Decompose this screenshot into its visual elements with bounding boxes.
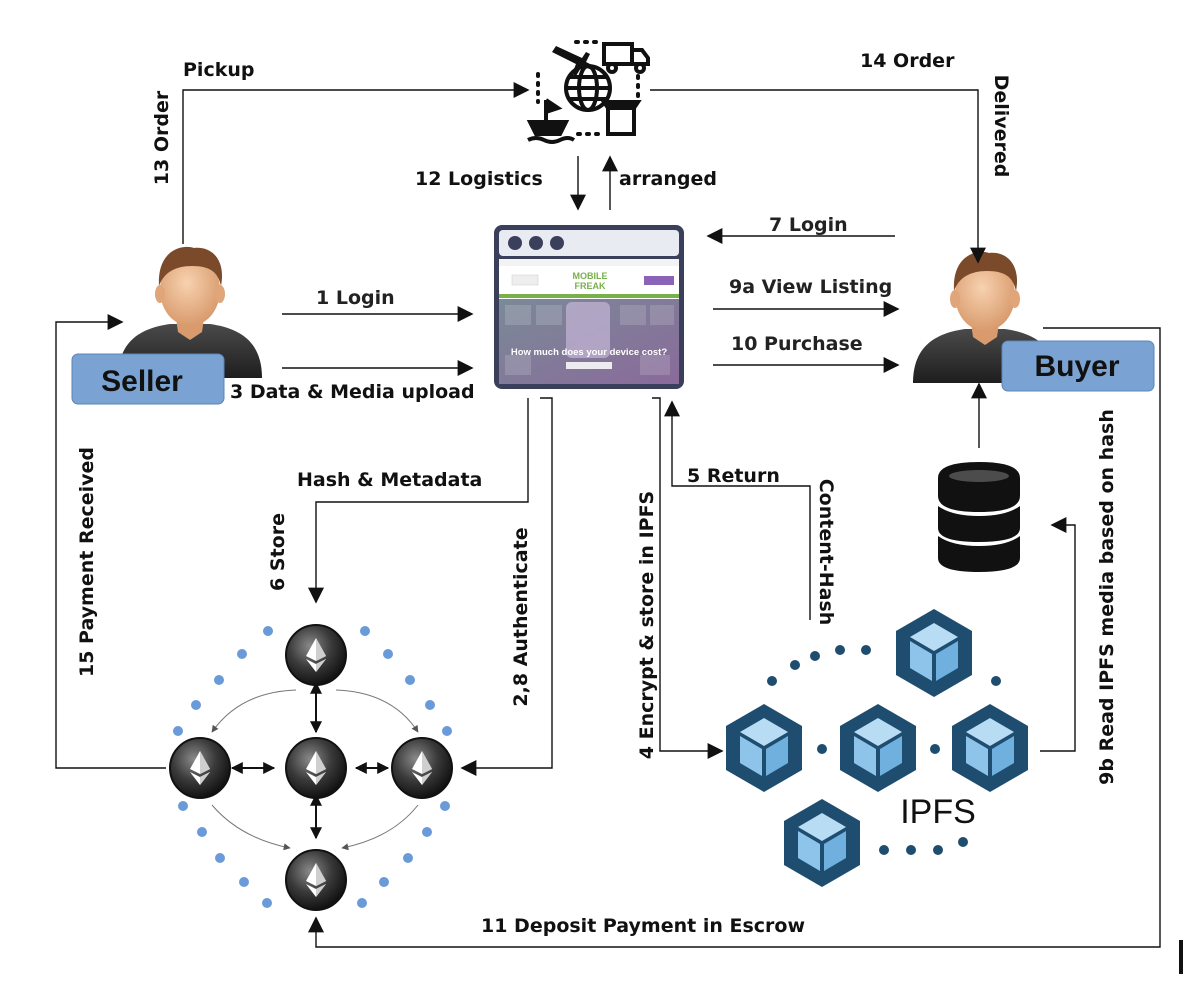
eth-node-top: [285, 624, 347, 686]
label-purchase: 10 Purchase: [731, 333, 863, 355]
label-order-14: 14 Order: [860, 50, 955, 72]
label-upload: 3 Data & Media upload: [230, 381, 475, 403]
ipfs-cube: [784, 799, 860, 887]
logistics-icon: [526, 40, 650, 144]
connector-encrypt: [652, 397, 724, 759]
flow-connectors: [55, 82, 1161, 948]
ipfs-cube: [726, 704, 802, 792]
ipfs-dot-ring: [767, 645, 1001, 855]
connector-authenticate: [460, 397, 553, 776]
buyer-label-box: [1001, 340, 1155, 392]
label-order-13: 13 Order: [151, 90, 173, 185]
connector-payment-received: [55, 314, 166, 769]
label-escrow: 11 Deposit Payment in Escrow: [481, 915, 805, 937]
label-pickup: Pickup: [183, 59, 254, 81]
label-authenticate: 2,8 Authenticate: [510, 527, 532, 706]
label-view-listing: 9a View Listing: [729, 276, 892, 298]
database-icon: [938, 462, 1020, 572]
box-icon: [600, 100, 642, 136]
text-cursor-bar: [1179, 940, 1183, 974]
window-dot: [550, 236, 564, 250]
flow-labels: Pickup 13 Order 14 Order Delivered 12 Lo…: [76, 50, 1118, 937]
label-hash-metadata: Hash & Metadata: [297, 469, 482, 491]
truck-icon: [602, 42, 650, 74]
marketplace-browser-window: MOBILE FREAK How much does your device c…: [494, 225, 684, 389]
label-payment-received: 15 Payment Received: [76, 447, 98, 677]
brand-logo-line2: FREAK: [575, 281, 606, 291]
network-dot-ring: [173, 626, 452, 908]
label-login-7: 7 Login: [769, 214, 848, 236]
ipfs-label: IPFS: [900, 793, 976, 831]
label-delivered: Delivered: [990, 75, 1012, 178]
eth-node-center: [285, 737, 347, 799]
connector-delivered: [650, 89, 986, 264]
label-store-6: 6 Store: [267, 513, 289, 591]
buyer-label: Buyer: [1034, 350, 1119, 383]
ipfs-cube: [896, 609, 972, 697]
window-dot: [508, 236, 522, 250]
brand-logo-line1: MOBILE: [573, 271, 608, 281]
ipfs-cube: [952, 704, 1028, 792]
ipfs-cube: [840, 704, 916, 792]
label-return-5: 5 Return: [687, 465, 780, 487]
connector-store: [308, 398, 529, 604]
network-links: [211, 689, 419, 851]
ipfs-cluster: IPFS: [726, 609, 1028, 887]
connector-escrow: [308, 327, 1161, 948]
connector-read-ipfs: [1040, 517, 1076, 752]
ship-icon: [526, 98, 576, 144]
globe-icon: [564, 64, 612, 112]
connector-pickup: [182, 82, 530, 244]
hero-text: How much does your device cost?: [511, 347, 667, 358]
seller-label-box: [71, 353, 225, 405]
eth-node-bottom: [285, 849, 347, 911]
eth-node-right: [391, 737, 453, 799]
label-logistics-12: 12 Logistics: [415, 168, 543, 190]
dotted-ring: [536, 40, 640, 136]
label-content-hash: Content-Hash: [815, 479, 837, 626]
label-read-ipfs: 9b Read IPFS media based on hash: [1096, 409, 1118, 785]
ethereum-network: [169, 624, 453, 911]
window-dot: [529, 236, 543, 250]
label-arranged: arranged: [619, 168, 717, 190]
eth-node-left: [169, 737, 231, 799]
label-login-1: 1 Login: [316, 287, 395, 309]
seller-label: Seller: [101, 365, 183, 398]
connector-return-hash: [664, 400, 811, 620]
network-arrows: [230, 681, 390, 840]
airplane-icon: [552, 46, 594, 76]
label-encrypt: 4 Encrypt & store in IPFS: [636, 491, 658, 759]
